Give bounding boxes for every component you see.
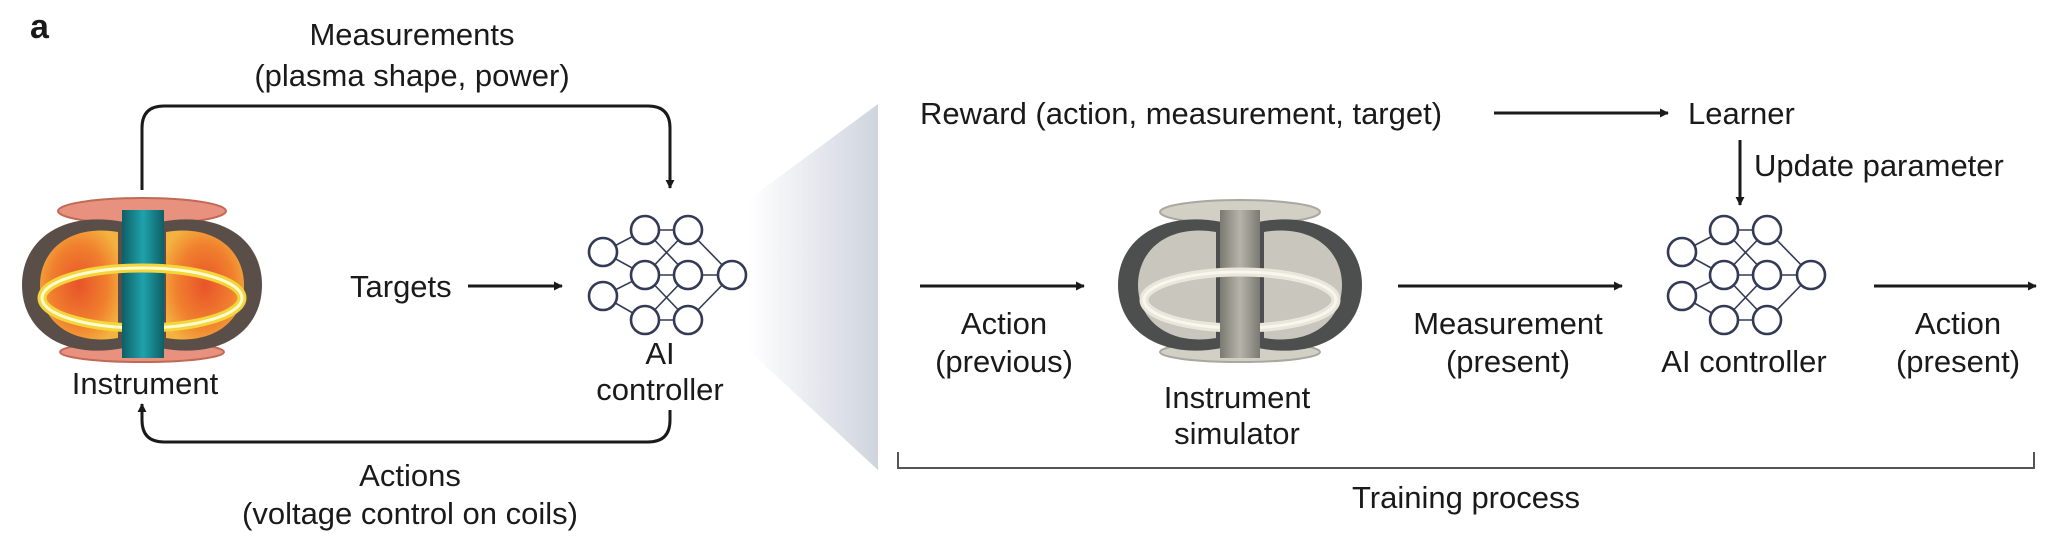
measurement-present-label: Measurement bbox=[1413, 306, 1603, 341]
measurement-present-sublabel: (present) bbox=[1446, 344, 1570, 379]
actions-sublabel: (voltage control on coils) bbox=[242, 496, 578, 531]
ai-controller-right-label: AI controller bbox=[1661, 344, 1826, 379]
training-bracket bbox=[897, 452, 2035, 469]
ai-controller-label: AI bbox=[645, 336, 674, 371]
training-process-label: Training process bbox=[1352, 480, 1580, 515]
measurements-label: Measurements bbox=[309, 17, 514, 52]
update-parameter-label: Update parameter bbox=[1754, 148, 2004, 183]
action-present-label: Action bbox=[1915, 306, 2001, 341]
actions-arrow bbox=[137, 403, 672, 444]
measurements-sublabel: (plasma shape, power) bbox=[254, 58, 569, 93]
measurements-arrow bbox=[140, 104, 675, 190]
instrument-label: Instrument bbox=[72, 366, 219, 401]
panel-label: a bbox=[30, 8, 50, 46]
simulator-sublabel: simulator bbox=[1174, 416, 1300, 451]
instrument-simulator-icon bbox=[1118, 199, 1362, 363]
ai-controller-sublabel: controller bbox=[596, 372, 724, 407]
action-previous-label: Action bbox=[961, 306, 1047, 341]
ai-controller-network-icon-right bbox=[1666, 214, 1827, 336]
instrument-tokamak-icon bbox=[22, 197, 262, 363]
actions-label: Actions bbox=[359, 458, 461, 493]
zoom-wedge bbox=[748, 104, 878, 470]
action-previous-sublabel: (previous) bbox=[935, 344, 1073, 379]
learner-label: Learner bbox=[1688, 96, 1795, 131]
ai-controller-network-icon bbox=[587, 214, 748, 336]
reward-label: Reward (action, measurement, target) bbox=[920, 96, 1442, 131]
simulator-label: Instrument bbox=[1164, 380, 1311, 415]
action-present-sublabel: (present) bbox=[1896, 344, 2020, 379]
targets-label: Targets bbox=[350, 269, 452, 304]
